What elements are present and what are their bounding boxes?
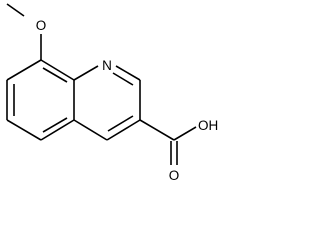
bond-c8-c8a-inner	[42, 67, 68, 83]
bond-group	[6, 3, 197, 165]
bond-c5-c6	[6, 119, 42, 141]
bond-ccooh-oh	[173, 126, 197, 141]
ring-nitrogen-label: N	[102, 58, 112, 73]
bond-n-c2	[115, 65, 141, 81]
bond-c4a-c5-inner	[42, 117, 68, 133]
bond-n-c2-inner	[112, 72, 134, 86]
bond-c8-c8a	[40, 59, 75, 81]
hydroxyl-label: OH	[198, 118, 218, 133]
bond-c4a-c5	[40, 119, 75, 141]
bond-c8a-n	[73, 65, 99, 81]
bond-methyl-o	[6, 3, 25, 17]
methoxy-oxygen-label: O	[36, 18, 47, 33]
carbonyl-oxygen-label: O	[169, 168, 180, 183]
bond-c4-c4a	[73, 119, 108, 141]
bond-c3-c4	[106, 119, 141, 141]
bond-c7-c8	[6, 59, 42, 81]
molecule-structure: O N OH O	[6, 3, 219, 183]
bond-c3-ccooh	[139, 119, 175, 141]
bond-c3-c4-inner	[107, 115, 134, 132]
atom-label-group: O N OH O	[36, 18, 219, 183]
